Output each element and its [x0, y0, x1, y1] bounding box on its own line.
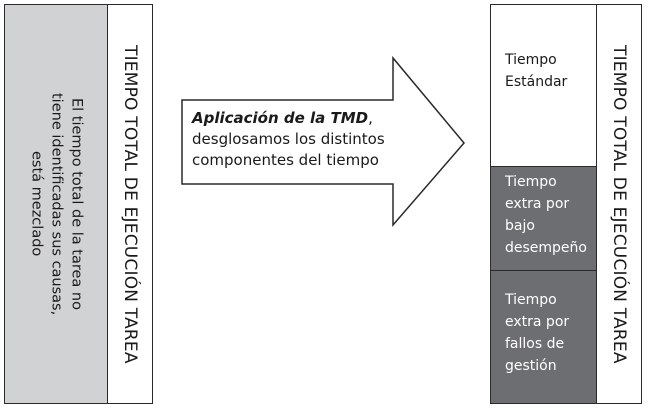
mixed-time-description: El tiempo total de la tarea no tiene ide… [28, 92, 85, 316]
total-time-label-text: TIEMPO TOTAL DE EJECUCIÓN TAREA [120, 44, 140, 364]
total-time-label-text: TIEMPO TOTAL DE EJECUCIÓN TAREA [609, 44, 629, 364]
segment-low-performance: Tiempo extra por bajo desempeño [490, 166, 598, 272]
mixed-time-block: El tiempo total de la tarea no tiene ide… [4, 4, 109, 404]
segment-label: Tiempo extra por bajo desempeño [505, 174, 587, 256]
arrow-title: Aplicación de la TMD [192, 109, 369, 127]
total-time-label-left: TIEMPO TOTAL DE EJECUCIÓN TAREA [107, 4, 153, 404]
arrow-line-2: desglosamos los distintos [192, 130, 385, 148]
arrow-line-3: componentes del tiempo [192, 151, 379, 169]
segment-label: Tiempo Estándar [505, 52, 568, 90]
total-time-label-right: TIEMPO TOTAL DE EJECUCIÓN TAREA [596, 4, 642, 404]
segment-standard-time: Tiempo Estándar [490, 4, 598, 168]
arrow-title-suffix: , [368, 109, 373, 127]
segment-label: Tiempo extra por fallos de gestión [505, 292, 570, 374]
segment-management-failures: Tiempo extra por fallos de gestión [490, 270, 598, 404]
arrow-text: Aplicación de la TMD, desglosamos los di… [192, 108, 385, 171]
